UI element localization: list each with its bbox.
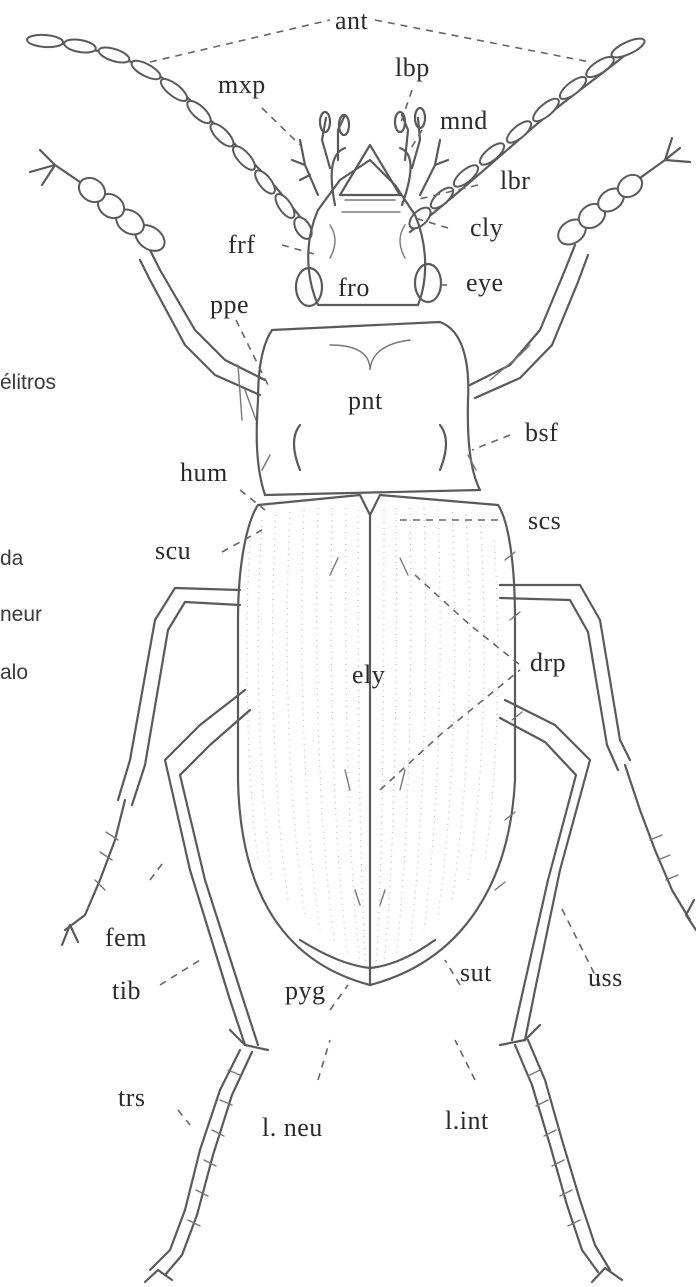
left-hind-leg xyxy=(145,690,268,1282)
side-text-4: alo xyxy=(0,662,28,683)
label-fro: fro xyxy=(338,275,370,301)
label-ely: ely xyxy=(352,662,385,688)
label-sut: sut xyxy=(460,960,492,986)
elytra xyxy=(238,495,522,985)
label-scu: scu xyxy=(155,538,191,564)
left-antenna xyxy=(27,34,316,242)
left-front-leg xyxy=(30,150,265,420)
label-frf: frf xyxy=(228,232,255,258)
label-mnd: mnd xyxy=(440,108,488,134)
label-uss: uss xyxy=(588,965,623,991)
label-pnt: pnt xyxy=(348,388,383,414)
label-l-int: l.int xyxy=(445,1108,489,1134)
label-bsf: bsf xyxy=(525,420,558,446)
mouthparts xyxy=(292,108,448,195)
right-middle-leg xyxy=(500,585,696,930)
side-text-3: neur xyxy=(0,604,42,625)
label-trs: trs xyxy=(118,1085,146,1111)
label-cly: cly xyxy=(470,215,503,241)
label-hum: hum xyxy=(180,460,228,486)
label-ppe: ppe xyxy=(210,292,249,318)
label-eye: eye xyxy=(466,270,504,296)
label-drp: drp xyxy=(530,650,566,676)
label-pyg: pyg xyxy=(285,978,326,1004)
left-middle-leg xyxy=(62,588,240,945)
label-lbr: lbr xyxy=(500,168,530,194)
label-scs: scs xyxy=(528,508,561,534)
label-ant: ant xyxy=(335,8,368,34)
label-mxp: mxp xyxy=(218,72,266,98)
label-l-neu: l. neu xyxy=(262,1115,323,1141)
label-tib: tib xyxy=(112,978,141,1004)
side-text-1: élitros xyxy=(0,372,56,393)
side-text-2: da xyxy=(0,548,23,569)
label-fem: fem xyxy=(105,925,147,951)
label-lbp: lbp xyxy=(395,55,430,81)
